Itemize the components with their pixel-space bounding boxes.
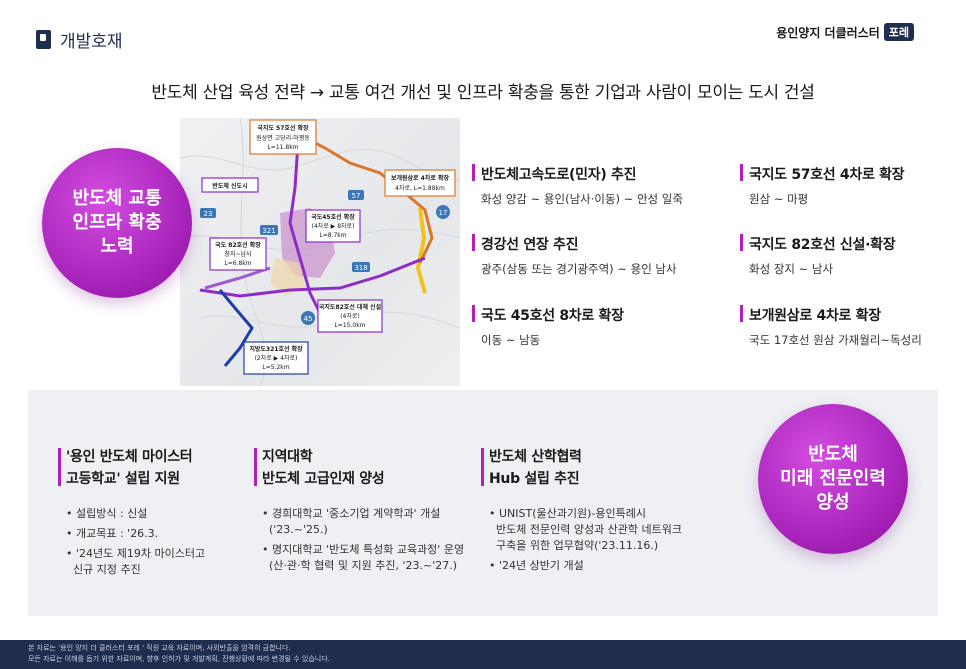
svg-text:L=5.2km: L=5.2km	[262, 364, 289, 371]
svg-text:L=6.8km: L=6.8km	[224, 260, 251, 267]
svg-text:국도45호선 확장: 국도45호선 확장	[311, 213, 355, 221]
talent-item: • 설립방식 : 신설	[66, 507, 148, 520]
brand-logo: 용인양지 더클러스터 포레	[776, 23, 914, 41]
label-gukjido82: 국지도82호선 대체 신설 (4차로) L=15.0km	[317, 299, 383, 333]
project-title: 경강선 연장 추진	[481, 237, 579, 253]
project-route: 원삼 ~ 마평	[749, 192, 809, 206]
project-title: 반도체고속도로(민자) 추진	[481, 167, 637, 183]
road-shield-17: 17	[436, 205, 450, 219]
talent-item: • '24년도 제19차 마이스터고 신규 지정 추진	[66, 547, 206, 576]
road-shield-57: 57	[348, 190, 364, 200]
talent-column-title: '용인 반도체 마이스터 고등학교' 설립 지원	[66, 449, 193, 487]
talent-item: • 경희대학교 '중소기업 계약학과' 개설 ('23.~'25.)	[262, 507, 441, 536]
route-57-line	[288, 142, 327, 324]
talent-column-title: 반도체 산학협력 Hub 설립 추진	[489, 449, 582, 487]
talent-item: • UNIST(울산과기원)-용인특례시 반도체 전문인력 양성과 산관학 네트…	[489, 507, 683, 552]
project-item: 경강선 연장 추진 광주(삼동 또는 경기광주역) ~ 용인 남사	[472, 234, 711, 277]
svg-text:반도체 신도시: 반도체 신도시	[212, 182, 247, 190]
svg-text:(4차로 ▶ 8차로): (4차로 ▶ 8차로)	[312, 222, 355, 230]
transport-circle-label: 반도체 교통 인프라 확충 노력	[72, 188, 162, 257]
svg-text:국지도 57호선 확장: 국지도 57호선 확장	[257, 124, 309, 132]
project-title: 국도 45호선 8차로 확장	[481, 308, 624, 324]
talent-circle: 반도체 미래 전문인력 양성	[758, 404, 908, 554]
footer-line: 본 자료는 '용인 양지 더 클러스터 포레 ' 직원 교육 자료이며, 사외반…	[28, 644, 291, 652]
book-icon	[36, 30, 51, 49]
road-shield-23: 23	[200, 208, 216, 218]
project-route: 이동 ~ 남동	[481, 333, 541, 347]
svg-text:국지도82호선 대체 신설: 국지도82호선 대체 신설	[319, 303, 382, 311]
road-shield-321: 321	[260, 225, 278, 235]
project-item: 국지도 82호선 신설·확장 화성 장지 ~ 남사	[740, 234, 966, 277]
talent-column: 지역대학 반도체 고급인재 양성 • 경희대학교 '중소기업 계약학과' 개설 …	[254, 446, 482, 578]
footer-disclaimer: 본 자료는 '용인 양지 더 클러스터 포레 ' 직원 교육 자료이며, 사외반…	[0, 640, 966, 669]
route-82-branch	[204, 266, 271, 290]
project-item: 반도체고속도로(민자) 추진 화성 양감 ~ 용인(남사·이동) ~ 안성 일죽	[472, 164, 711, 207]
project-title: 보개원삼로 4차로 확장	[749, 308, 881, 324]
road-map: 23 321 318 45 57 17 국지도 57호선 확장 원삼면 고당리-…	[180, 118, 460, 386]
brand-name: 용인양지 더클러스터	[776, 25, 880, 40]
svg-text:(2차로 ▶ 4차로): (2차로 ▶ 4차로)	[255, 354, 298, 362]
route-321-line	[218, 289, 254, 367]
development-zone-2	[270, 258, 305, 296]
talent-item: • 명지대학교 '반도체 특성화 교육과정' 운영 (산·관·학 협력 및 지원…	[262, 543, 465, 572]
svg-text:318: 318	[354, 264, 367, 272]
svg-text:321: 321	[262, 227, 275, 235]
talent-column: 반도체 산학협력 Hub 설립 추진 • UNIST(울산과기원)-용인특례시 …	[481, 446, 729, 578]
project-route: 화성 양감 ~ 용인(남사·이동) ~ 안성 일죽	[481, 192, 683, 206]
talent-circle-label: 반도체 미래 전문인력 양성	[780, 444, 886, 513]
svg-text:17: 17	[439, 209, 448, 217]
project-item: 보개원삼로 4차로 확장 국도 17호선 원삼 가재월리~독성리	[740, 305, 966, 348]
project-title: 국지도 82호선 신설·확장	[749, 237, 896, 253]
project-route: 화성 장지 ~ 남사	[749, 262, 834, 276]
svg-text:57: 57	[352, 192, 361, 200]
talent-column-title: 지역대학 반도체 고급인재 양성	[262, 449, 385, 487]
talent-item: • '24년 상반기 개설	[489, 559, 584, 572]
label-gukdo82: 국도 82호선 확장 장지~남사 L=6.8km	[209, 237, 267, 271]
road-shield-45: 45	[301, 311, 315, 325]
svg-text:지방도321호선 확장: 지방도321호선 확장	[249, 345, 303, 353]
project-item: 국도 45호선 8차로 확장 이동 ~ 남동	[472, 305, 711, 348]
svg-text:4차로, L=1.88km: 4차로, L=1.88km	[395, 184, 445, 192]
transport-circle: 반도체 교통 인프라 확충 노력	[42, 148, 192, 298]
label-jibangdo321: 지방도321호선 확장 (2차로 ▶ 4차로) L=5.2km	[243, 341, 309, 375]
footer-line: 모든 자료는 이해를 돕기 위한 자료이며, 향후 인허가 및 개발계획, 진행…	[28, 655, 330, 663]
project-route: 광주(삼동 또는 경기광주역) ~ 용인 남사	[481, 262, 677, 276]
brand-badge: 포레	[883, 23, 914, 41]
route-17-line	[415, 207, 427, 294]
project-route: 국도 17호선 원삼 가재월리~독성리	[749, 333, 922, 347]
main-headline: 반도체 산업 육성 전략 → 교통 여건 개선 및 인프라 확충을 통한 기업과…	[151, 83, 815, 103]
page-title: 개발호재	[60, 32, 123, 52]
project-title: 국지도 57호선 4차로 확장	[749, 167, 905, 183]
svg-text:원삼면 고당리-마평동: 원삼면 고당리-마평동	[256, 134, 310, 142]
route-82-line	[199, 256, 426, 298]
talent-item: • 개교목표 : '26.3.	[66, 527, 159, 540]
svg-text:L=8.7km: L=8.7km	[319, 232, 346, 239]
label-gukjido57: 국지도 57호선 확장 원삼면 고당리-마평동 L=11.8km	[249, 119, 317, 155]
svg-text:L=11.8km: L=11.8km	[267, 144, 298, 151]
svg-text:국도 82호선 확장: 국도 82호선 확장	[215, 241, 261, 249]
label-bando-sindosi: 반도체 신도시	[201, 177, 259, 193]
road-shield-318: 318	[352, 262, 370, 272]
project-item: 국지도 57호선 4차로 확장 원삼 ~ 마평	[740, 164, 966, 207]
label-gukdo45: 국도45호선 확장 (4차로 ▶ 8차로) L=8.7km	[305, 209, 361, 243]
svg-text:(4차로): (4차로)	[340, 312, 360, 320]
svg-text:L=15.0km: L=15.0km	[334, 322, 365, 329]
svg-text:보개원삼로 4차로 확장: 보개원삼로 4차로 확장	[391, 174, 450, 182]
label-bogae: 보개원삼로 4차로 확장 4차로, L=1.88km	[384, 169, 456, 197]
svg-text:45: 45	[304, 315, 313, 323]
talent-column: '용인 반도체 마이스터 고등학교' 설립 지원 • 설립방식 : 신설 • 개…	[58, 446, 266, 582]
svg-text:23: 23	[204, 210, 213, 218]
svg-text:장지~남사: 장지~남사	[224, 250, 252, 258]
